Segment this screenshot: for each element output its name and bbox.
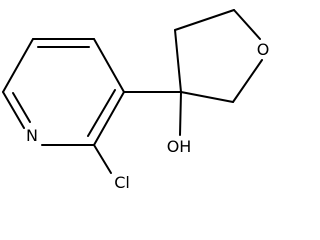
bond-ch2-o bbox=[233, 9, 261, 40]
bond-c2-cl bbox=[93, 144, 112, 174]
chemical-structure: N Cl O OH bbox=[2, 9, 270, 192]
bond-c2-c3 bbox=[93, 91, 125, 146]
pyridine-ring bbox=[2, 38, 125, 146]
chlorine-atom-label: Cl bbox=[114, 173, 130, 192]
bond-qc-oh bbox=[179, 91, 182, 136]
hydroxyl-label: OH bbox=[167, 137, 192, 156]
bond-c3-c4 bbox=[93, 38, 125, 93]
bond-qc-ch2-upper bbox=[174, 29, 182, 93]
tetrahydrofuran-ring bbox=[174, 9, 263, 103]
nitrogen-atom-label: N bbox=[26, 126, 38, 145]
ring-oxygen-atom-label: O bbox=[257, 40, 270, 59]
bond-c6-n-inner bbox=[12, 92, 31, 123]
bond-ch2-ch2 bbox=[174, 9, 235, 31]
bond-c2-c3-inner bbox=[87, 89, 116, 137]
bond-c5-c6 bbox=[2, 38, 34, 93]
bond-ch2-qc bbox=[180, 91, 234, 103]
bond-o-ch2 bbox=[232, 59, 263, 103]
bond-c6-n bbox=[2, 91, 25, 129]
